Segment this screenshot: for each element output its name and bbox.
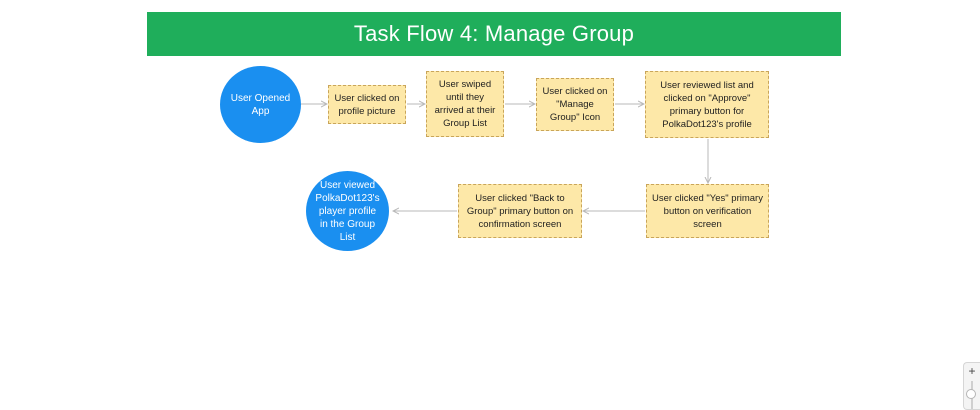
step-yes-verification[interactable]: User clicked "Yes" primary button on ver…	[646, 184, 769, 238]
step-manage-group-icon-label: User clicked on "Manage Group" Icon	[542, 86, 608, 123]
end-node[interactable]: User viewed PolkaDot123's player profile…	[306, 171, 389, 251]
start-node[interactable]: User Opened App	[220, 66, 301, 143]
zoom-slider-handle[interactable]	[966, 389, 976, 399]
page-title: Task Flow 4: Manage Group	[353, 21, 635, 46]
step-profile-picture[interactable]: User clicked on profile picture	[328, 85, 406, 124]
zoom-control: +	[963, 362, 980, 410]
step-back-to-group-label: User clicked "Back to Group" primary but…	[466, 192, 574, 230]
end-node-label: User viewed PolkaDot123's player profile…	[315, 179, 380, 243]
step-back-to-group[interactable]: User clicked "Back to Group" primary but…	[458, 184, 582, 238]
step-approve-profile-label: User reviewed list and clicked on "Appro…	[660, 79, 754, 130]
step-yes-verification-label: User clicked "Yes" primary button on ver…	[652, 192, 763, 230]
step-approve-profile[interactable]: User reviewed list and clicked on "Appro…	[645, 71, 769, 138]
step-swiped-group-list[interactable]: User swiped until they arrived at their …	[426, 71, 504, 137]
zoom-in-button[interactable]: +	[968, 364, 976, 378]
step-profile-picture-label: User clicked on profile picture	[334, 92, 400, 117]
step-swiped-group-list-label: User swiped until they arrived at their …	[434, 79, 496, 129]
title-banner: Task Flow 4: Manage Group	[147, 12, 841, 56]
step-manage-group-icon[interactable]: User clicked on "Manage Group" Icon	[536, 78, 614, 131]
start-node-label: User Opened App	[230, 92, 291, 117]
